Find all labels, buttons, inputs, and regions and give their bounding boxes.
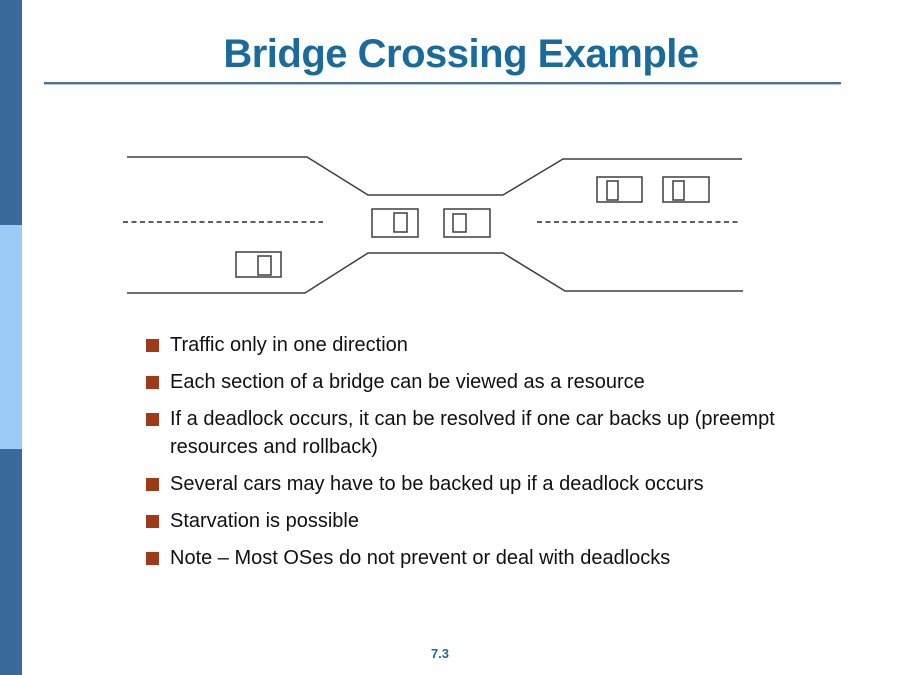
sidebar-accent-middle (0, 225, 22, 449)
road-bottom-boundary (127, 252, 743, 294)
list-item: If a deadlock occurs, it can be resolved… (146, 405, 801, 461)
bullet-text: Each section of a bridge can be viewed a… (170, 371, 645, 393)
car-icon-left-lower-lane (235, 251, 282, 278)
bullet-square-icon (146, 478, 159, 491)
title-rule (44, 82, 841, 85)
car-icon-right-upper-2 (662, 176, 710, 203)
bullet-text: Traffic only in one direction (170, 334, 408, 356)
page-title: Bridge Crossing Example (223, 32, 699, 76)
car-icon-bridge-1 (371, 208, 419, 238)
list-item: Traffic only in one direction (146, 331, 801, 359)
slide-number: 7.3 (430, 646, 450, 661)
bullet-text: Several cars may have to be backed up if… (170, 473, 704, 495)
car-icon-bridge-2 (443, 208, 491, 238)
list-item: Each section of a bridge can be viewed a… (146, 368, 801, 396)
sidebar-accent-top (0, 0, 22, 225)
sidebar-accent-bottom (0, 449, 22, 675)
bullet-list: Traffic only in one direction Each secti… (146, 331, 801, 581)
road-top-boundary (127, 156, 742, 196)
bridge-diagram (123, 156, 743, 294)
car-icon-right-upper-1 (596, 176, 643, 203)
list-item: Several cars may have to be backed up if… (146, 470, 801, 498)
bullet-square-icon (146, 515, 159, 528)
bullet-square-icon (146, 376, 159, 389)
list-item: Starvation is possible (146, 507, 801, 535)
bullet-square-icon (146, 339, 159, 352)
bullet-text: If a deadlock occurs, it can be resolved… (170, 408, 775, 458)
bullet-text: Note – Most OSes do not prevent or deal … (170, 547, 671, 569)
bullet-square-icon (146, 413, 159, 426)
bullet-square-icon (146, 552, 159, 565)
list-item: Note – Most OSes do not prevent or deal … (146, 544, 801, 572)
bullet-text: Starvation is possible (170, 510, 359, 532)
